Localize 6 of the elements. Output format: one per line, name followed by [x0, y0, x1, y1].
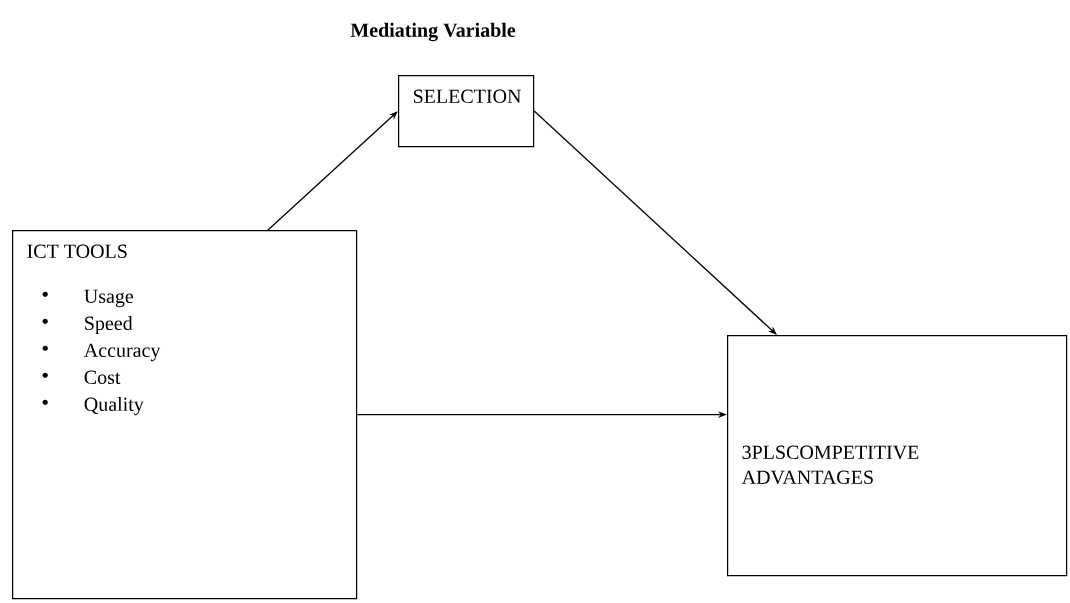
label-box: 3PLSCOMPETITIVE ADVANTAGES [727, 335, 1068, 577]
heading: Mediating Variable [350, 22, 516, 42]
arrow [533, 110, 777, 335]
label-box: SELECTION [398, 75, 535, 148]
arrow [267, 111, 398, 231]
list-box: ICT TOOLS Usage Speed Accuracy Cost Quality [12, 230, 358, 600]
